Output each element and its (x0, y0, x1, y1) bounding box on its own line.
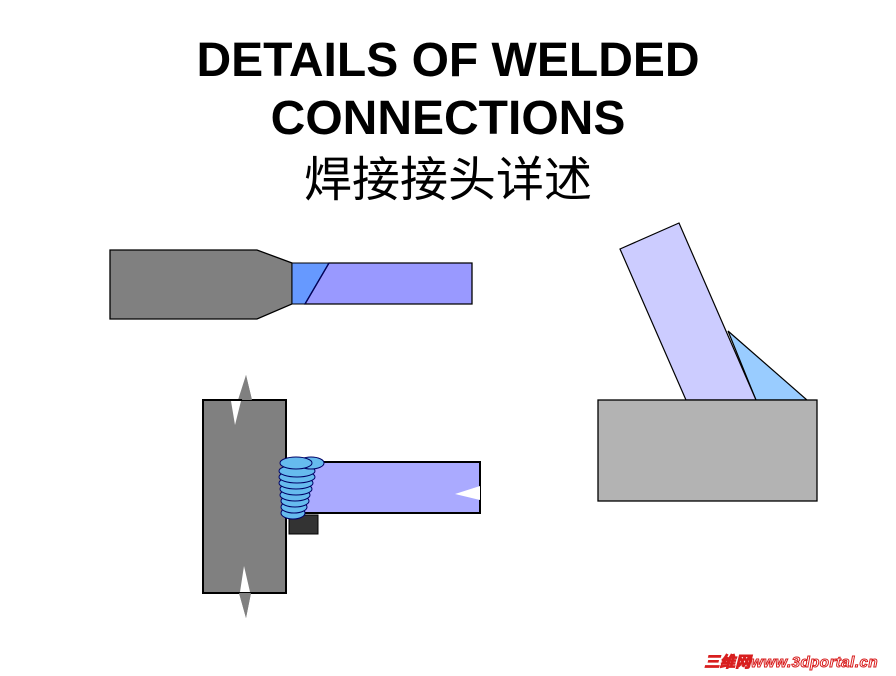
base-plate (597, 399, 818, 502)
break-mark-top (231, 401, 241, 425)
tapered-thick-plate (109, 249, 293, 320)
title-chinese: 焊接接头详述 (303, 152, 592, 208)
butt-joint-tapered (109, 249, 473, 320)
beam-plate (299, 461, 481, 514)
title-line-1: DETAILS OF WELDED (196, 34, 700, 87)
thin-plate (303, 262, 473, 305)
title-line-2: CONNECTIONS (270, 92, 626, 145)
column-plate (203, 375, 286, 618)
skewed-t-joint (597, 222, 818, 502)
break-mark-bottom (240, 566, 250, 592)
watermark: 三维网www.3dportal.cn (704, 654, 878, 672)
t-joint-multi-pass (202, 375, 481, 618)
weld-beads (278, 456, 325, 520)
inclined-plate (619, 222, 757, 401)
beam-break-mark (455, 486, 480, 500)
